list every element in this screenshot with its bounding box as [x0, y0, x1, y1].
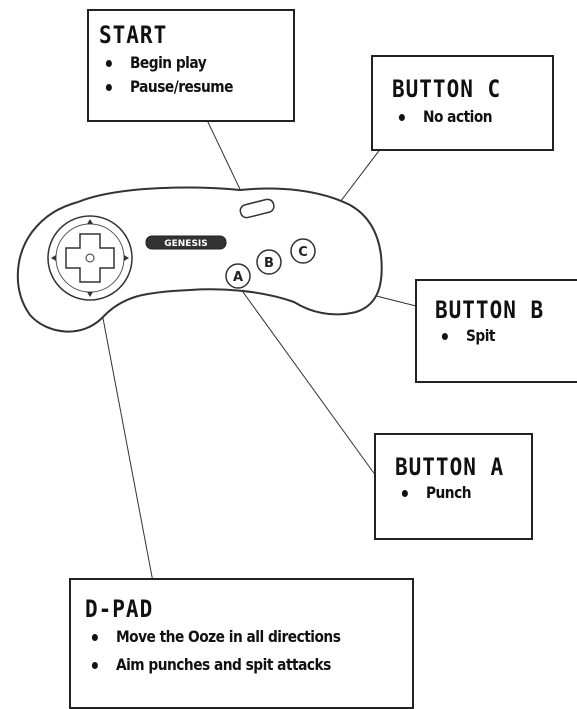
dpad-list: Move the Ooze in all directions Aim punc… — [85, 625, 412, 677]
list-item: Begin play — [99, 51, 266, 75]
dpad-title: D-PAD — [85, 595, 154, 623]
button-a-label: A — [233, 270, 243, 285]
list-item: Punch — [395, 481, 512, 505]
button-a-list: Punch — [395, 481, 531, 505]
start-label-box: START Begin play Pause/resume — [87, 9, 295, 122]
button-c-label-box: BUTTON C No action — [371, 55, 554, 151]
genesis-logo: GENESIS — [145, 235, 227, 250]
dpad-center — [85, 253, 95, 263]
list-item: No action — [392, 105, 530, 129]
dpad-left-arrow — [51, 255, 56, 261]
dpad-down-arrow — [87, 292, 93, 297]
button-a-title: BUTTON A — [395, 453, 505, 481]
button-c-label: C — [298, 245, 308, 260]
start-list: Begin play Pause/resume — [99, 51, 293, 99]
dpad-label-box: D-PAD Move the Ooze in all directions Ai… — [69, 578, 414, 709]
list-item: Spit — [435, 324, 558, 348]
button-b-list: Spit — [435, 324, 577, 348]
list-item: Move the Ooze in all directions — [85, 625, 366, 649]
genesis-logo-text: GENESIS — [164, 239, 208, 249]
button-c-list: No action — [392, 105, 552, 129]
button-c-title: BUTTON C — [392, 75, 502, 103]
button-c[interactable] — [290, 238, 316, 264]
start-title: START — [99, 21, 168, 49]
dpad-up-arrow — [87, 219, 93, 224]
button-a[interactable] — [225, 263, 251, 289]
list-item: Pause/resume — [99, 75, 266, 99]
button-a-label-box: BUTTON A Punch — [374, 433, 533, 540]
button-b-label: B — [264, 256, 274, 271]
dpad-right-arrow — [124, 255, 129, 261]
start-button[interactable] — [239, 198, 275, 219]
button-b-title: BUTTON B — [435, 296, 545, 324]
button-b[interactable] — [256, 249, 282, 275]
dpad[interactable] — [47, 215, 133, 301]
list-item: Aim punches and spit attacks — [85, 653, 366, 677]
button-b-label-box: BUTTON B Spit — [415, 279, 577, 383]
